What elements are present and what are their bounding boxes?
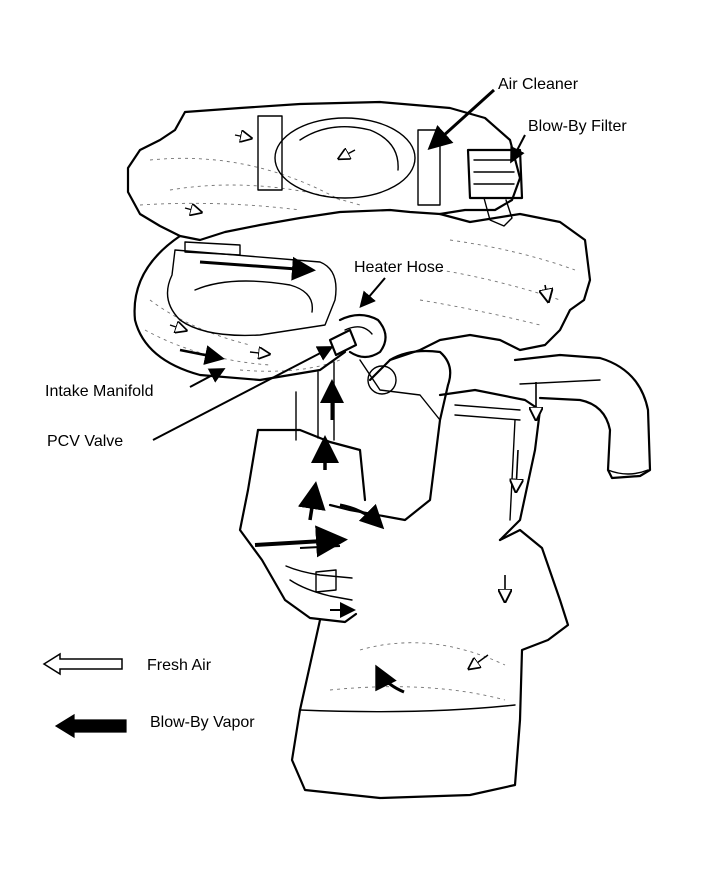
oil-pan bbox=[290, 528, 570, 800]
front-cover bbox=[438, 388, 542, 542]
label-air-cleaner: Air Cleaner bbox=[498, 76, 579, 93]
legend-fresh-air: Fresh Air bbox=[147, 657, 212, 674]
pcv-valve bbox=[328, 328, 397, 395]
blow-by-filter bbox=[466, 148, 524, 227]
flow-arrows bbox=[169, 135, 548, 694]
hollow-arrow-left-icon bbox=[42, 652, 123, 676]
label-heater-hose: Heater Hose bbox=[354, 259, 444, 276]
engine-block bbox=[368, 212, 592, 382]
label-pcv-valve: PCV Valve bbox=[47, 433, 123, 450]
heater-hose bbox=[338, 313, 387, 359]
leader-lines bbox=[152, 88, 526, 441]
right-pipe bbox=[513, 353, 652, 480]
legend: Fresh Air Blow-By Vapor bbox=[42, 652, 255, 739]
label-intake-manifold: Intake Manifold bbox=[45, 383, 154, 400]
label-blow-by-filter: Blow-By Filter bbox=[528, 118, 627, 135]
solid-arrow-left-icon bbox=[54, 713, 127, 739]
crankcase bbox=[238, 349, 452, 624]
legend-blow-by-vapor: Blow-By Vapor bbox=[150, 714, 255, 731]
intake-manifold bbox=[133, 234, 441, 421]
air-cleaner-housing bbox=[126, 100, 522, 242]
